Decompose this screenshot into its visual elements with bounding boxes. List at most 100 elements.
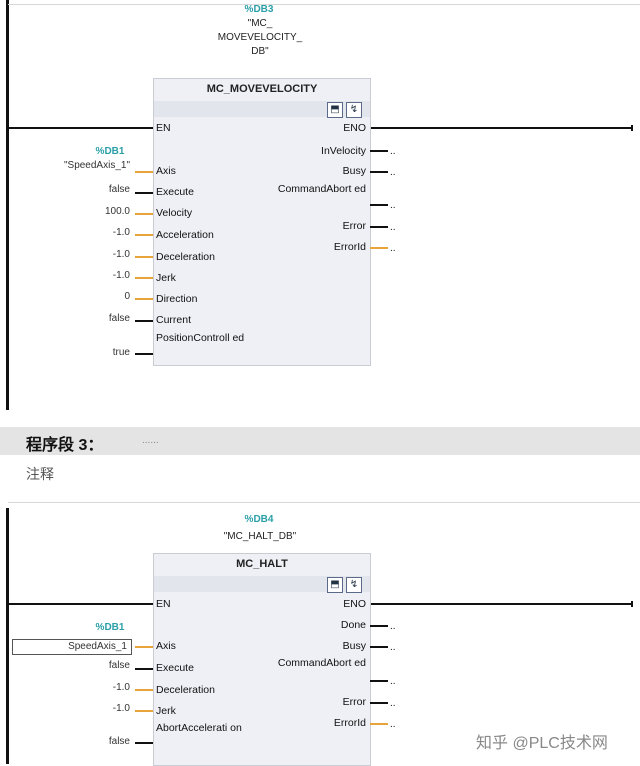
pin-position-controlled: PositionControll ed (156, 332, 245, 344)
pin-busy: Busy (342, 165, 366, 177)
wire-axis (135, 171, 153, 173)
pin-busy: Busy (342, 640, 366, 652)
pin-error: Error (342, 220, 366, 232)
wire-commandaborted (370, 680, 388, 682)
value-acceleration[interactable]: -1.0 (112, 227, 130, 238)
network-comment[interactable]: 注释 (26, 466, 54, 482)
pin-deceleration: Deceleration (156, 684, 215, 696)
network-border (8, 502, 640, 503)
pin-jerk: Jerk (156, 705, 176, 717)
pin-errorid: ErrorId (333, 717, 366, 729)
pin-jerk: Jerk (156, 272, 176, 284)
value-axis[interactable]: "SpeedAxis_1" (63, 160, 130, 171)
pin-invelocity: InVelocity (321, 145, 366, 157)
wire-done (370, 625, 388, 627)
block-instance-icon[interactable]: ⬒ (327, 102, 343, 118)
value-jerk[interactable]: -1.0 (112, 703, 130, 714)
instance-db-number[interactable]: %DB4 (244, 514, 274, 525)
value-current[interactable]: false (108, 313, 130, 324)
power-flow-line-out (370, 127, 632, 129)
value-execute[interactable]: false (108, 660, 130, 671)
pin-commandaborted: CommandAbort ed (277, 183, 366, 195)
network-3-header[interactable]: 程序段 3： ...... (0, 427, 640, 455)
pin-axis: Axis (156, 165, 176, 177)
pin-direction: Direction (156, 293, 198, 305)
pin-en: EN (156, 598, 171, 610)
wire-execute (135, 668, 153, 670)
value-jerk[interactable]: -1.0 (112, 270, 130, 281)
instance-db-name-line-1: "MC_ (247, 18, 273, 29)
value-execute[interactable]: false (108, 184, 130, 195)
network-title-placeholder[interactable]: ...... (142, 435, 159, 446)
output-placeholder[interactable]: .. (390, 167, 396, 178)
function-block-mc-halt[interactable]: MC_HALT ⬒ ↯ (153, 553, 371, 766)
block-title: MC_MOVEVELOCITY (206, 83, 318, 95)
wire-jerk (135, 710, 153, 712)
pin-errorid: ErrorId (333, 241, 366, 253)
block-header-bar: ⬒ ↯ (154, 101, 370, 118)
network-1: %DB3 "MC_ MOVEVELOCITY_ DB" MC_MOVEVELOC… (6, 0, 640, 410)
network-border (8, 4, 640, 5)
line-end-marker (631, 601, 633, 607)
block-header-bar: ⬒ ↯ (154, 576, 370, 593)
instance-db-name: "MC_HALT_DB" (223, 531, 297, 542)
output-placeholder[interactable]: .. (390, 200, 396, 211)
power-flow-line-in (8, 603, 153, 605)
value-abort-acceleration[interactable]: false (108, 736, 130, 747)
value-axis: SpeedAxis_1 (68, 641, 127, 652)
block-diagnostic-icon[interactable]: ↯ (346, 102, 362, 118)
pin-error: Error (342, 696, 366, 708)
wire-errorid (370, 247, 388, 249)
wire-direction (135, 298, 153, 300)
wire-error (370, 226, 388, 228)
pin-deceleration: Deceleration (156, 251, 215, 263)
value-direction[interactable]: 0 (124, 291, 130, 302)
value-velocity[interactable]: 100.0 (104, 206, 130, 217)
block-instance-icon[interactable]: ⬒ (327, 577, 343, 593)
output-placeholder[interactable]: .. (390, 698, 396, 709)
value-deceleration[interactable]: -1.0 (112, 249, 130, 260)
pin-acceleration: Acceleration (156, 229, 214, 241)
wire-velocity (135, 213, 153, 215)
wire-busy (370, 646, 388, 648)
wire-invelocity (370, 150, 388, 152)
output-placeholder[interactable]: .. (390, 719, 396, 730)
instance-db-name-line-3: DB" (251, 46, 269, 57)
wire-errorid (370, 723, 388, 725)
wire-axis (135, 646, 153, 648)
value-deceleration[interactable]: -1.0 (112, 682, 130, 693)
power-rail (6, 0, 9, 410)
wire-current (135, 320, 153, 322)
output-placeholder[interactable]: .. (390, 676, 396, 687)
pin-en: EN (156, 122, 171, 134)
power-flow-line-out (370, 603, 632, 605)
output-placeholder[interactable]: .. (390, 642, 396, 653)
wire-deceleration (135, 689, 153, 691)
axis-input-field[interactable]: SpeedAxis_1 (12, 639, 132, 655)
output-placeholder[interactable]: .. (390, 243, 396, 254)
function-block-mc-movevelocity[interactable]: MC_MOVEVELOCITY ⬒ ↯ (153, 78, 371, 366)
wire-error (370, 702, 388, 704)
block-title: MC_HALT (236, 558, 288, 570)
wire-execute (135, 192, 153, 194)
pin-current: Current (156, 314, 192, 326)
block-diagnostic-icon[interactable]: ↯ (346, 577, 362, 593)
wire-jerk (135, 277, 153, 279)
wire-busy (370, 171, 388, 173)
pin-execute: Execute (156, 186, 194, 198)
axis-db-number: %DB1 (95, 146, 125, 157)
axis-db-number: %DB1 (95, 622, 125, 633)
wire-acceleration (135, 234, 153, 236)
instance-db-number[interactable]: %DB3 (244, 4, 274, 15)
wire-commandaborted (370, 204, 388, 206)
output-placeholder[interactable]: .. (390, 621, 396, 632)
pin-commandaborted: CommandAbort ed (277, 657, 366, 669)
output-placeholder[interactable]: .. (390, 146, 396, 157)
output-placeholder[interactable]: .. (390, 222, 396, 233)
power-rail (6, 508, 9, 764)
pin-eno: ENO (343, 122, 366, 134)
wire-deceleration (135, 256, 153, 258)
pin-done: Done (340, 619, 366, 631)
value-position-controlled[interactable]: true (112, 347, 130, 358)
pin-execute: Execute (156, 662, 194, 674)
